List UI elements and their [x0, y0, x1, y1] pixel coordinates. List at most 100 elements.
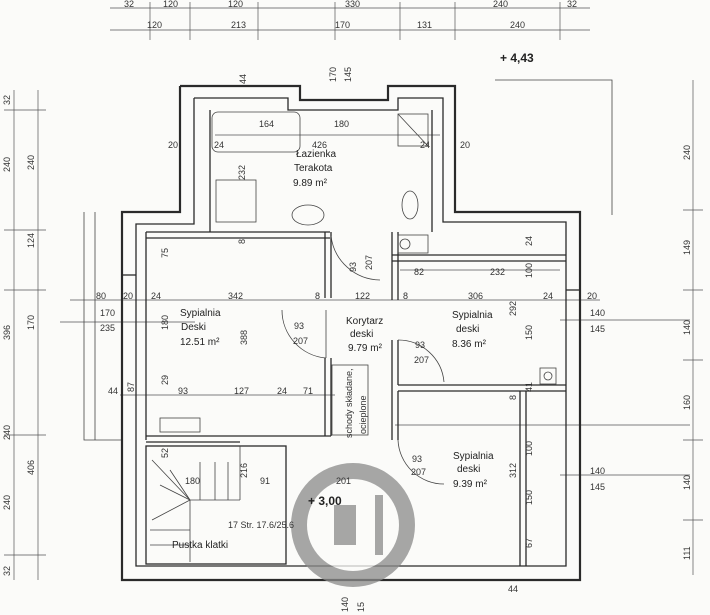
dim-label: 180: [334, 119, 349, 129]
staircase: [145, 364, 369, 565]
dimension-labels-right: 240 149 140 160 140 111: [682, 145, 692, 560]
room-bathroom: Łazienka Terakota 9.89 m²: [293, 149, 336, 189]
outer-walls: [120, 84, 582, 582]
room-bedroom-east-area: 8.36 m²: [452, 339, 487, 350]
dim-label: 75: [160, 248, 170, 258]
room-bathroom-name: Łazienka: [296, 149, 336, 160]
dim-label: 140: [590, 466, 605, 476]
dim-label: 20: [587, 291, 597, 301]
dim-label: 232: [237, 165, 247, 180]
room-bedroom-west: Sypialnia Deski 12.51 m²: [180, 308, 221, 348]
dim-label: 240: [682, 145, 692, 160]
dim-label: 71: [303, 386, 313, 396]
dim-label: 44: [238, 74, 248, 84]
dim-label: 100: [524, 441, 534, 456]
dim-label: 240: [510, 20, 525, 30]
level-marker-floor: + 3,00: [308, 494, 342, 508]
interior-walls: [145, 110, 566, 566]
dim-label: 44: [508, 584, 518, 594]
dim-label: 240: [2, 157, 12, 172]
door-swings: [281, 235, 445, 485]
dim-label: 170: [328, 67, 338, 82]
dim-label: 306: [468, 291, 483, 301]
dim-label: 8: [237, 239, 247, 244]
room-bedroom-south-finish: deski: [457, 464, 480, 475]
dim-label: 216: [239, 463, 249, 478]
dim-label: 180: [160, 315, 170, 330]
bathroom-fixtures: [159, 111, 557, 433]
dim-label: 24: [543, 291, 553, 301]
dim-label: 426: [312, 140, 327, 150]
dim-label: 127: [234, 386, 249, 396]
dim-label: 240: [26, 155, 36, 170]
dim-label: 32: [2, 95, 12, 105]
dim-label: 160: [682, 395, 692, 410]
dim-label: 232: [490, 267, 505, 277]
dimension-labels-left-row1: 32 240 396 406 240 32: [2, 95, 36, 576]
dim-label: 207: [411, 467, 426, 477]
dim-label: 120: [147, 20, 162, 30]
dim-label: 406: [26, 460, 36, 475]
dim-label: 201: [336, 476, 351, 486]
attic-stairs-label-1: schody składane,: [344, 368, 354, 438]
level-marker-roof: + 4,43: [500, 51, 534, 65]
room-bedroom-east-name: Sypialnia: [452, 310, 493, 321]
room-bedroom-west-name: Sypialnia: [180, 308, 221, 319]
dimension-labels-top-row2: 120 213 170 131 240: [147, 20, 525, 30]
dim-label: 150: [524, 490, 534, 505]
dim-label: 145: [343, 67, 353, 82]
dim-label: 67: [524, 538, 534, 548]
room-bedroom-west-area: 12.51 m²: [180, 337, 220, 348]
room-corridor-finish: deski: [350, 329, 373, 340]
dimension-lines: [4, 2, 703, 580]
room-bathroom-finish: Terakota: [294, 163, 333, 174]
dim-label: 164: [259, 119, 274, 129]
dim-label: 150: [524, 325, 534, 340]
roof-outline: [83, 79, 613, 441]
dim-label: 120: [163, 0, 178, 9]
room-bedroom-south-area: 9.39 m²: [453, 479, 488, 490]
dim-label: 91: [260, 476, 270, 486]
room-bedroom-south: Sypialnia deski 9.39 m²: [453, 451, 494, 490]
dim-label: 170: [335, 20, 350, 30]
dim-label: 15: [356, 602, 366, 612]
dim-label: 149: [682, 240, 692, 255]
dim-label: 388: [239, 330, 249, 345]
dim-label: 342: [228, 291, 243, 301]
room-bedroom-east-finish: deski: [456, 324, 479, 335]
dim-label: 32: [124, 0, 134, 9]
dim-label: 140: [682, 475, 692, 490]
room-bedroom-west-finish: Deski: [181, 322, 206, 333]
dim-label: 24: [151, 291, 161, 301]
dim-label: 8: [403, 291, 408, 301]
dim-label: 145: [590, 482, 605, 492]
dim-label: 396: [2, 325, 12, 340]
dimension-labels-interior: 44 170 145 426 180 164 20 24 24 20 232 8…: [96, 67, 605, 612]
room-corridor-area: 9.79 m²: [348, 343, 383, 354]
dim-label: 93: [178, 386, 188, 396]
dim-label: 213: [231, 20, 246, 30]
dim-label: 122: [355, 291, 370, 301]
dim-label: 240: [2, 425, 12, 440]
dim-label: 235: [100, 323, 115, 333]
room-bathroom-area: 9.89 m²: [293, 178, 328, 189]
level-roof-label: + 4,43: [500, 51, 534, 65]
dim-label: 44: [108, 386, 118, 396]
dim-label: 8: [315, 291, 320, 301]
room-corridor: Korytarz deski 9.79 m²: [346, 316, 383, 354]
dim-label: 20: [168, 140, 178, 150]
dim-label: 131: [417, 20, 432, 30]
dimension-labels-left-row2: 240 124 170 240: [2, 155, 36, 440]
dim-label: 82: [414, 267, 424, 277]
dim-label: 180: [185, 476, 200, 486]
dim-label: 24: [214, 140, 224, 150]
dim-label: 124: [26, 233, 36, 248]
dim-label: 330: [345, 0, 360, 9]
dim-label: 120: [228, 0, 243, 9]
dim-label: 292: [508, 301, 518, 316]
dim-label: 41: [524, 382, 534, 392]
watermark-logo: [291, 463, 415, 587]
stair-void-label: Pustka klatki: [172, 540, 228, 551]
dim-label: 111: [682, 546, 692, 560]
